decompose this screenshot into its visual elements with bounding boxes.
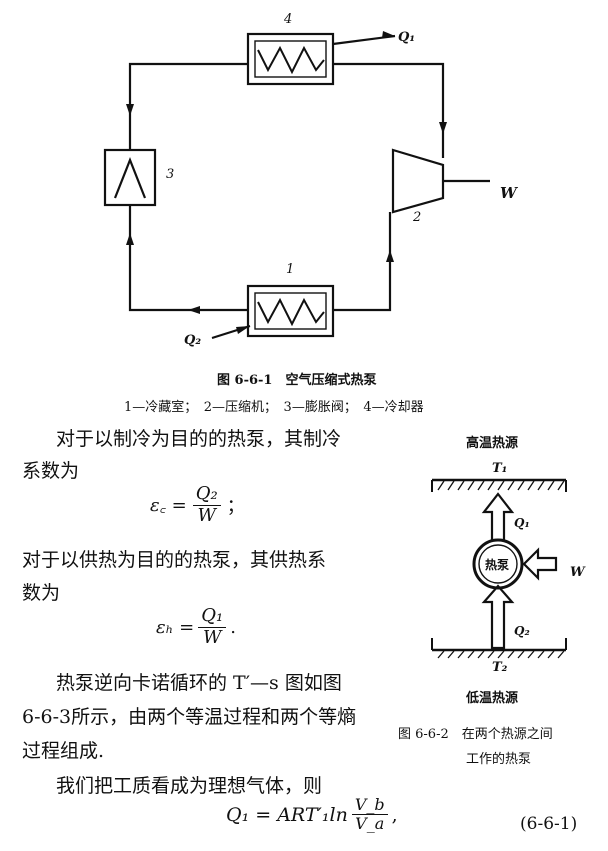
label-q2-fig2: Q₂ [514,624,530,638]
heat-pump-circle [472,538,524,590]
paragraph-heating-line1: 对于以供热为目的的热泵，其供热系 [22,549,327,571]
eq3-numerator: V_b [351,795,388,816]
label-w-fig2: W [570,565,585,580]
eq3-lhs: Q₁ = ART′₁ln [226,803,348,826]
arrow-up-icon [481,492,515,542]
eq3-fraction: V_b V_a [351,795,388,834]
eq1-lhs: ε꜀ = [150,495,187,517]
cold-reservoir-title: 低温热源 [466,691,519,706]
equation-cooling-coefficient: ε꜀ = Q₂ W ； [150,483,245,526]
paragraph-carnot-line2: 6-6-3所示，由两个等温过程和两个等熵 [22,706,357,728]
paragraph-carnot-line1: 热泵逆向卡诺循环的 T′—s 图如图 [56,672,342,694]
label-q1-fig2: Q₁ [514,516,530,530]
equation-heating-coefficient: εₕ = Q₁ W . [156,605,236,648]
pipe-left-top [128,62,248,150]
label-t1: T₁ [492,461,508,476]
eq3-denominator: V_a [355,814,385,834]
eq2-fraction: Q₁ W [198,605,227,648]
label-hx-top: 4 [284,12,293,27]
figure2-caption-line2: 工作的热泵 [466,752,532,767]
figure1-caption: 图 6-6-1 空气压缩式热泵 [217,373,377,388]
paragraph-carnot-line3: 过程组成. [22,740,105,762]
label-t2: T₂ [492,660,508,675]
label-w: W [500,184,517,202]
label-valve: 3 [166,167,175,182]
paragraph-ideal-gas: 我们把工质看成为理想气体，则 [56,775,323,797]
label-compressor: 2 [413,210,422,225]
label-q2: Q₂ [184,333,202,348]
eq1-fraction: Q₂ W [192,483,221,526]
coil-icon [257,45,325,75]
arrow-up-icon [481,584,515,650]
eq2-numerator: Q₁ [198,605,227,628]
paragraph-cooling-line2: 系数为 [22,460,80,482]
figure2-caption-line1: 图 6-6-2 在两个热源之间 [398,727,553,742]
figure1-legend: 1—冷藏室； 2—压缩机； 3—膨胀阀； 4—冷却器 [124,400,424,415]
eq1-denominator: W [197,504,216,526]
label-hx-bottom: 1 [286,262,295,277]
compressor-2 [391,148,445,214]
flow-arrow-icon [126,104,134,116]
eq2-tail: . [230,616,236,638]
valve-icon [113,157,147,199]
figure-heat-pump-cycle [103,31,490,340]
eq2-denominator: W [202,626,222,648]
heat-pump-label: 热泵 [485,558,510,572]
label-q1: Q₁ [398,30,416,45]
eq3-tail: , [391,803,398,826]
equation-number: (6-6-1) [520,814,578,834]
heat-exchanger-4 [246,32,335,86]
eq1-tail: ； [226,496,245,518]
pipe-right-bottom [333,212,392,312]
hot-reservoir-title: 高温热源 [466,436,519,451]
equation-6-6-1: Q₁ = ART′₁ln V_b V_a , [226,795,398,834]
arrow-left-icon [522,547,558,581]
heat-exchanger-1 [246,284,335,338]
paragraph-cooling-line1: 对于以制冷为目的的热泵，其制冷 [56,428,342,450]
paragraph-heating-line2: 数为 [22,582,61,604]
eq2-lhs: εₕ = [156,616,195,638]
expansion-valve-3 [103,148,157,207]
eq1-numerator: Q₂ [192,483,221,506]
